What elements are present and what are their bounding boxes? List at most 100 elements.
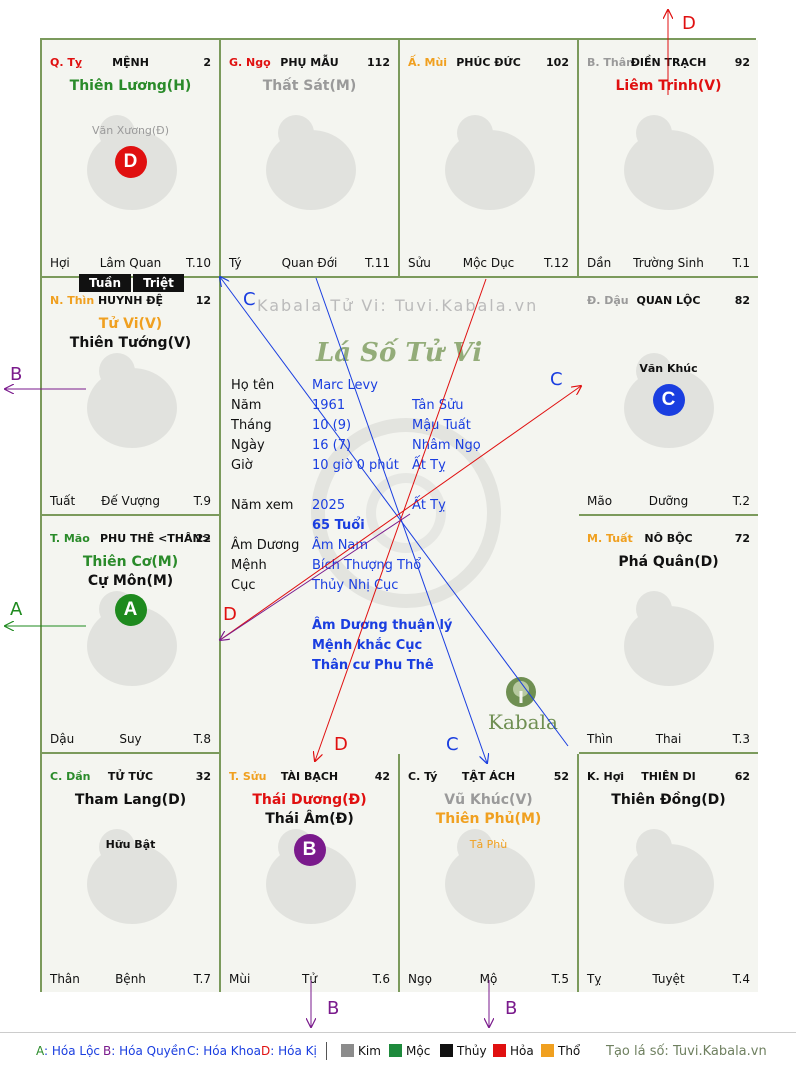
legend-hoa-item: D: Hóa Kị (261, 1044, 317, 1058)
legend-element-item: Hỏa (493, 1044, 534, 1058)
palace-name: QUAN LỘC (636, 294, 701, 307)
main-star: Thiên Đồng(D) (611, 792, 726, 808)
minor-star: Hữu Bật (105, 838, 156, 851)
element-color-swatch (389, 1044, 402, 1057)
legend-hoa-key: B (103, 1044, 112, 1058)
minor-star: Tả Phù (469, 838, 508, 851)
palace-stage: Dưỡng (648, 494, 689, 508)
legend-hoa-key: A (36, 1044, 44, 1058)
palace-number: 92 (734, 56, 750, 69)
palace-name: PHÚC ĐỨC (456, 56, 521, 69)
legend-element-label: Thủy (457, 1044, 487, 1058)
palace-number: 2 (203, 56, 211, 69)
info-row-menh: Mệnh Bích Thượng Thổ (231, 558, 422, 573)
palace-number: 52 (553, 770, 569, 783)
label-c-1: C (243, 289, 256, 310)
info-row-am-duong: Âm Dương Âm Nam (231, 538, 369, 553)
main-star: Vũ Khúc(V) (444, 792, 533, 808)
palace-stage: Thai (655, 732, 682, 746)
palace-can-chi: T. Mão (50, 532, 90, 545)
palace-stage: Mộ (479, 972, 498, 986)
palace-branch: Tuất (50, 494, 76, 508)
palace-name: PHU THÊ <THÂN> (100, 532, 211, 545)
main-star: Thiên Phủ(M) (435, 811, 542, 827)
info-row-name: Họ tên Marc Levy (231, 378, 378, 393)
palace-branch: Hợi (50, 256, 70, 270)
element-color-swatch (440, 1044, 453, 1057)
arrow-hoa-khoa-1 (220, 277, 569, 747)
palace-month: T.7 (193, 972, 211, 986)
info-row-day: Ngày 16 (7) Nhâm Ngọ (231, 438, 481, 453)
legend-hoa-label: : Hóa Kị (270, 1044, 317, 1058)
info-row-view-year: Năm xem 2025 Ất Tỵ (231, 498, 446, 513)
main-star: Thiên Tướng(V) (69, 335, 192, 351)
kabala-tree-icon (506, 677, 536, 707)
element-color-swatch (541, 1044, 554, 1057)
main-star: Thiên Cơ(M) (82, 554, 179, 570)
hoa-badge-b: B (293, 834, 326, 866)
palace-name: TỬ TỨC (107, 770, 154, 783)
zodiac-animal-icon (266, 115, 356, 210)
legend-element-label: Thổ (558, 1044, 581, 1058)
palace-stage: Lâm Quan (99, 256, 162, 270)
palace-month: T.9 (193, 494, 211, 508)
palace-month: T.1 (732, 256, 750, 270)
legend-element-label: Hỏa (510, 1044, 534, 1058)
main-star: Cự Môn(M) (87, 573, 174, 589)
label-b-left: B (10, 364, 22, 385)
main-star: Thiên Lương(H) (69, 78, 192, 94)
legend-site-link[interactable]: Tạo lá số: Tuvi.Kabala.vn (606, 1044, 767, 1059)
legend-element-item: Kim (341, 1044, 381, 1058)
palace-branch: Thân (50, 972, 80, 986)
palace-month: T.12 (544, 256, 569, 270)
palace-stage: Mộc Dục (462, 256, 515, 270)
label-a-left: A (10, 599, 23, 620)
info-row-cuc: Cục Thủy Nhị Cục (231, 578, 399, 593)
palace-can-chi: Q. Tỵ (50, 56, 83, 69)
zodiac-animal-icon (445, 115, 535, 210)
palace-number: 12 (195, 294, 211, 307)
element-color-swatch (493, 1044, 506, 1057)
palace-header: T. Mão PHU THÊ <THÂN>22 (50, 532, 211, 546)
palace-can-chi: N. Thìn (50, 294, 95, 307)
palace-can-chi: C. Tý (408, 770, 438, 783)
legend-element-item: Thủy (440, 1044, 487, 1058)
palace-can-chi: G. Ngọ (229, 56, 271, 69)
palace-can-chi: C. Dần (50, 770, 91, 783)
palace-can-chi: M. Tuất (587, 532, 633, 545)
zodiac-animal-icon (445, 829, 535, 924)
hoa-arrows-overlay: D B A B B C C C D D (0, 0, 696, 1032)
palace-month: T.5 (551, 972, 569, 986)
hoa-badge-a: A (114, 594, 147, 626)
palace-number: 22 (195, 532, 211, 545)
palace-can-chi: Ấ. Mùi (408, 56, 448, 69)
palace-month: T.4 (732, 972, 750, 986)
minor-star: Văn Khúc (639, 362, 698, 375)
palace-footer: Ngọ Mộ T.5 (408, 972, 569, 986)
palace-branch: Ngọ (408, 972, 432, 986)
palace-branch: Mão (587, 494, 613, 508)
